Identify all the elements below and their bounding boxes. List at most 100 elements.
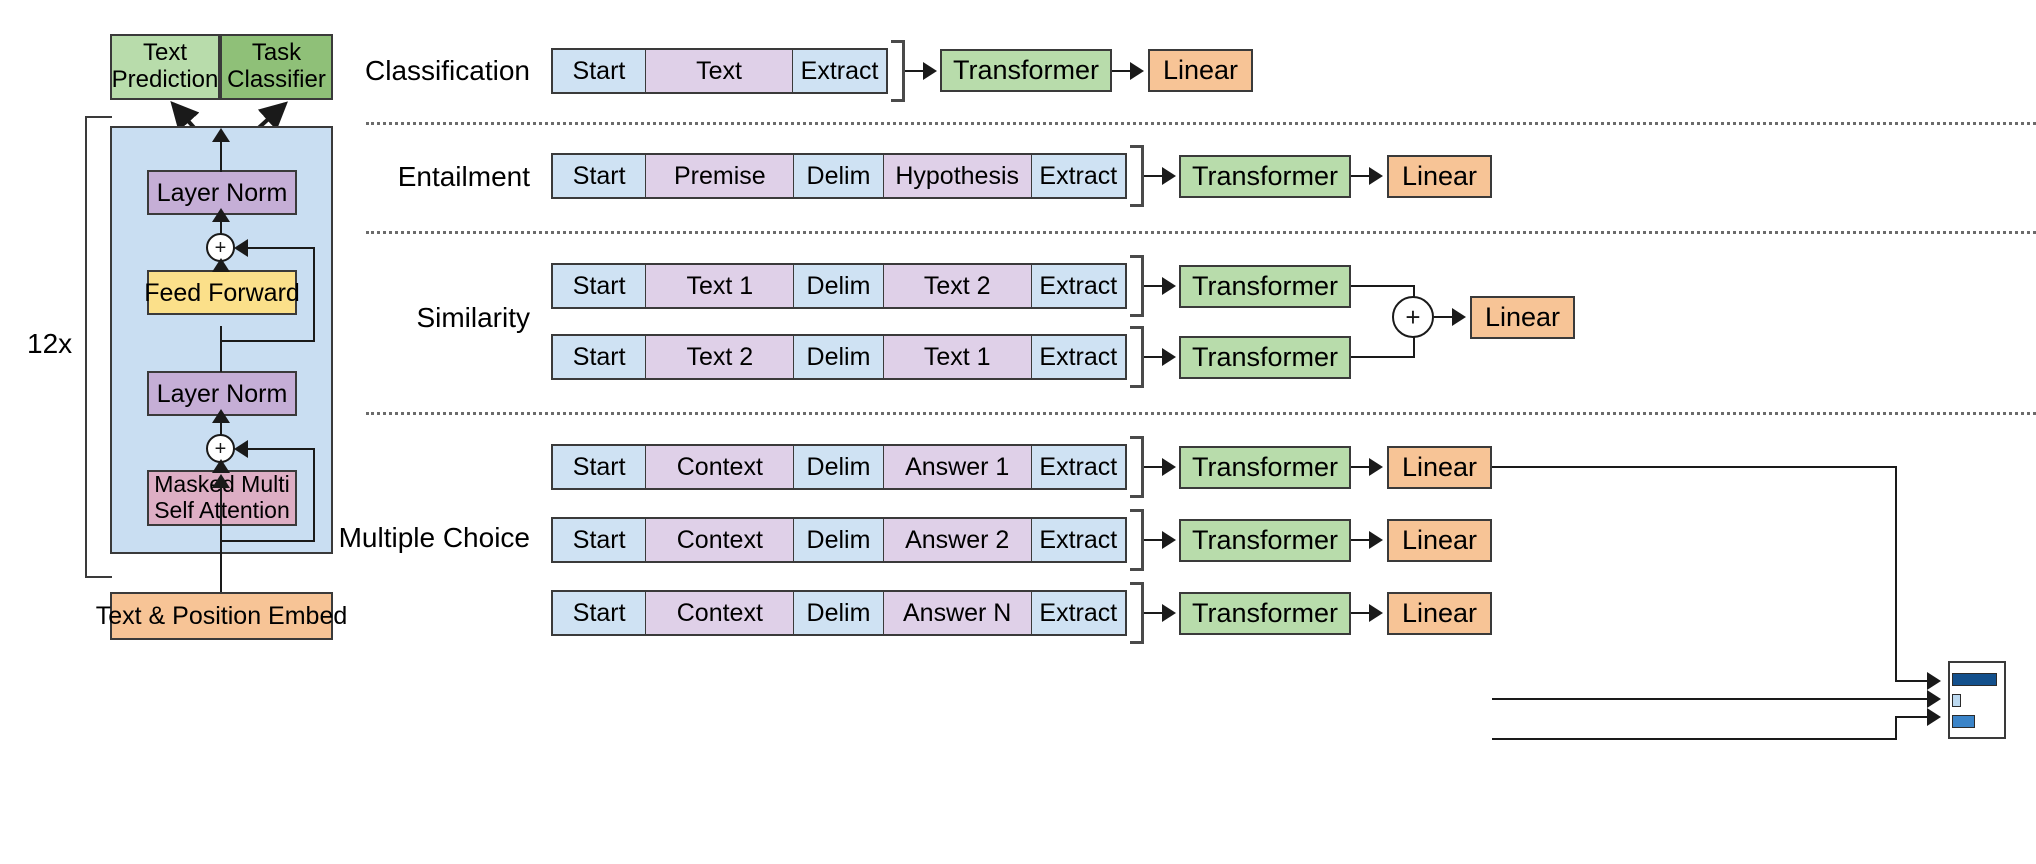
token-start: Start [553,446,647,488]
token-extract: Extract [1031,265,1125,307]
sequence-classification: Start Text Extract [551,48,888,94]
repeat-brace [85,116,112,578]
task-label-entailment: Entailment [397,161,530,192]
linear-similarity: Linear [1470,296,1575,339]
token-start: Start [553,592,647,634]
feed-forward-block: Feed Forward [144,270,300,315]
arrow-out-2 [1927,690,1941,708]
token-extract: Extract [1031,155,1125,197]
text-prediction-line2: Prediction [111,66,219,93]
text-position-embed: Text & Position Embed [96,592,347,640]
task-classifier-line1: Task [251,39,302,67]
arrow-out-3 [1927,708,1941,726]
token-delim: Delim [794,265,884,307]
sequence-multiple-choice-n: Start Context Delim Answer N Extract [551,590,1127,636]
bracket-mc-2 [1130,509,1144,571]
line-sim-b-merge [1351,356,1415,358]
arrow-res-bot [234,440,248,458]
sequence-similarity-b: Start Text 2 Delim Text 1 Extract [551,334,1127,380]
task-label-multiple-choice: Multiple Choice [338,522,530,553]
line-mc1-transformer-to-linear [1351,466,1373,468]
line-ent-transformer-to-linear [1351,175,1373,177]
line-mc1-route-a [1492,466,1897,468]
linear-classification: Linear [1148,49,1253,92]
token-delim: Delim [794,336,884,378]
line-embed-up [220,484,222,594]
line-res-bot-b [313,448,315,542]
bracket-classification [891,40,905,102]
arrow-lnorm-top-in [212,208,230,222]
token-context: Context [646,446,795,488]
line-res-top-b [313,247,315,342]
line-res-top-a [220,340,315,342]
line-lnorm-top-in [220,215,222,235]
layer-norm-bottom-label: Layer Norm [156,379,288,408]
token-start: Start [553,519,647,561]
transformer-mc-n: Transformer [1179,592,1351,635]
line-mc2-route [1492,698,1931,700]
line-res-bot-c [248,448,315,450]
repeat-count-label: 12x [27,328,73,359]
bracket-mc-1 [1130,436,1144,498]
token-extract: Extract [1031,592,1125,634]
token-text1: Text 1 [646,265,795,307]
arrow-out-1 [1927,672,1941,690]
line-mc1-route-c [1895,680,1931,682]
linear-mc-1: Linear [1387,446,1492,489]
token-text: Text [645,50,794,92]
line-lnorm-bot-up [220,344,222,372]
task-classifier-line2: Classifier [227,66,326,93]
token-context: Context [646,592,795,634]
similarity-add: + [1392,296,1434,338]
bracket-mc-n [1130,582,1144,644]
line-lnorm-bot-in [220,416,222,436]
line-sim-a-to-transformer [1144,285,1166,287]
similarity-add-symbol: + [1405,302,1421,332]
arrow-cls-to-transformer [923,62,937,80]
token-start: Start [553,155,647,197]
transformer-similarity-a: Transformer [1179,265,1351,308]
line-block-out [220,138,222,172]
separator-1 [366,122,2036,125]
line-ent-to-transformer [1144,175,1166,177]
transformer-entailment: Transformer [1179,155,1351,198]
line-mcn-route-c [1895,716,1931,718]
feed-forward-label: Feed Forward [144,278,300,307]
arrow-mc2-to-linear [1369,531,1383,549]
token-context: Context [646,519,795,561]
linear-mc-2: Linear [1387,519,1492,562]
sequence-multiple-choice-2: Start Context Delim Answer 2 Extract [551,517,1127,563]
arrow-ff-in [212,258,230,272]
token-extract: Extract [793,50,886,92]
arrow-embed-up [212,474,230,488]
token-text2: Text 2 [883,265,1032,307]
transformer-mc-2: Transformer [1179,519,1351,562]
line-mc2-to-transformer [1144,539,1166,541]
line-mc1-to-transformer [1144,466,1166,468]
arrow-mcn-to-transformer [1162,604,1176,622]
line-cls-transformer-to-linear [1112,70,1134,72]
arrow-sim-b-to-transformer [1162,348,1176,366]
token-delim: Delim [794,155,884,197]
arrow-res-top [234,239,248,257]
line-res-top-c [248,247,315,249]
output-bar-2 [1952,694,1961,707]
token-start: Start [553,265,647,307]
separator-3 [366,412,2036,415]
token-text1: Text 1 [883,336,1032,378]
arrow-block-out [212,128,230,142]
token-premise: Premise [646,155,795,197]
line-sim-add-to-linear [1434,316,1454,318]
line-ff-in [220,326,222,344]
line-cls-to-transformer [905,70,927,72]
line-res-bot-a [220,540,315,542]
token-delim: Delim [794,519,884,561]
arrow-cls-to-linear [1130,62,1144,80]
line-mcn-route-b [1895,716,1897,740]
output-bar-3 [1952,715,1975,728]
arrow-attn-out [212,459,230,473]
residual-add-bottom-symbol: + [214,437,227,460]
linear-mc-n: Linear [1387,592,1492,635]
token-extract: Extract [1031,519,1125,561]
